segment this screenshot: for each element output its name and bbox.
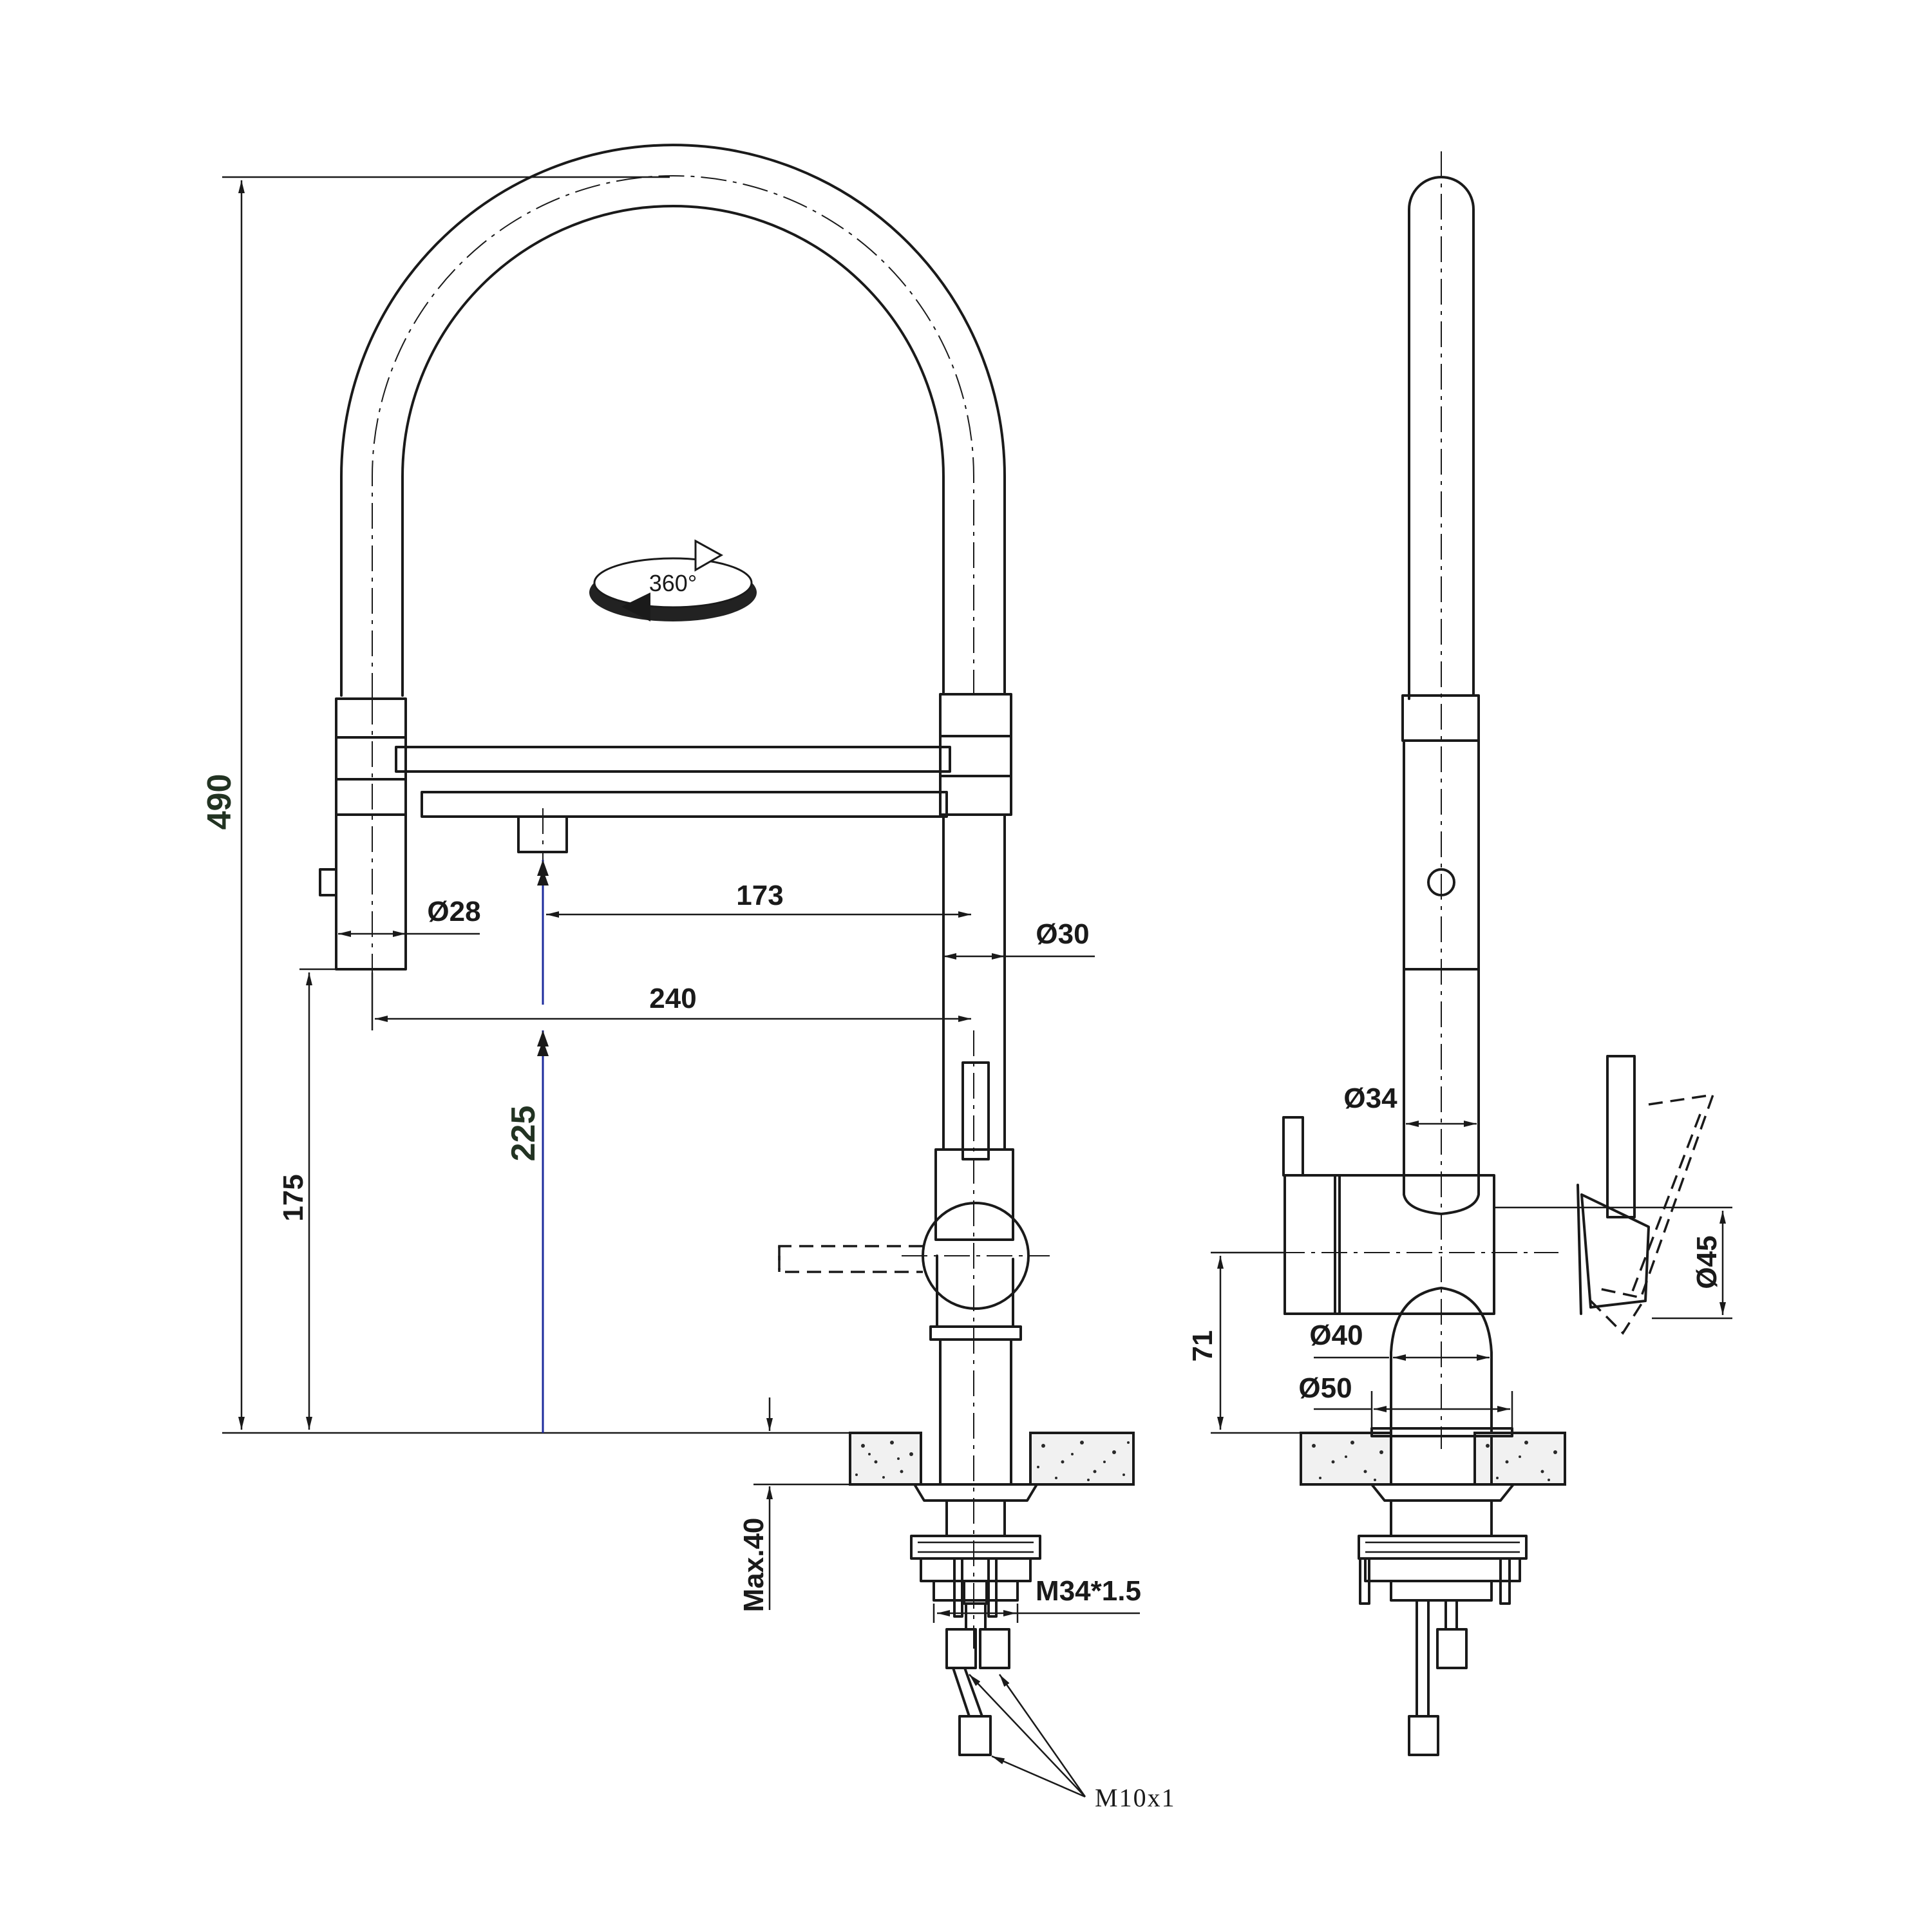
arch-spout-front (340, 144, 1006, 699)
countertop-speckle (855, 1441, 1130, 1481)
dim-body-tube-diameter: Ø30 (943, 918, 1095, 960)
dim-body-tube-diameter-label: Ø30 (1036, 918, 1089, 950)
spray-holder-bars (395, 746, 951, 863)
dim-spray-head-diameter-label: Ø28 (427, 896, 480, 927)
side-view: Ø34 Ø45 71 Ø40 Ø50 (1187, 151, 1732, 1756)
mixer-lever-side (1577, 1055, 1715, 1335)
dim-side-tube-diameter: Ø34 (1343, 1083, 1480, 1146)
dim-side-base-diameter-label: Ø50 (1298, 1372, 1352, 1404)
collar-right-front (939, 693, 1012, 816)
dim-max-deck-thickness-label: Max.40 (738, 1518, 770, 1613)
front-view: 360° 490 175 225 173 (201, 144, 1176, 1812)
dim-side-neck-diameter-label: Ø40 (1309, 1320, 1363, 1351)
body-tube-front (929, 813, 1022, 1649)
countertop-side (1300, 1432, 1566, 1486)
dim-side-base-height-label: 71 (1187, 1331, 1218, 1362)
dim-mounting-thread-label: M34*1.5 (1036, 1575, 1141, 1607)
dim-side-body-diameter: Ø45 (1494, 1206, 1732, 1320)
dim-spray-head-diameter: Ø28 (338, 896, 481, 937)
mounting-hardware-side (1358, 1435, 1528, 1756)
dim-side-base-diameter: Ø50 (1298, 1372, 1513, 1428)
dim-spout-outlet-height-label: 225 (505, 1106, 542, 1162)
dim-spout-reach-inner-label: 173 (736, 880, 783, 911)
spout-side (1401, 151, 1480, 1449)
mounting-hardware-front (910, 1338, 1041, 1756)
dim-spray-outlet-height-label: 175 (278, 1174, 309, 1221)
dim-spout-reach-outer: 240 (371, 972, 971, 1030)
dim-spout-reach-inner: 173 (546, 880, 971, 918)
dim-total-height-label: 490 (201, 774, 238, 830)
dim-total-height: 490 (201, 176, 831, 1434)
dim-spray-outlet-height: 175 (278, 968, 336, 1430)
spray-head-front (319, 697, 407, 985)
dim-mounting-thread: M34*1.5 (933, 1575, 1141, 1623)
mixer-lever-front (778, 1061, 1050, 1310)
mixer-body-side (1236, 1116, 1558, 1437)
countertop-side-speckle (1312, 1441, 1557, 1481)
dim-side-body-diameter-label: Ø45 (1691, 1235, 1723, 1289)
rotation-label: 360° (649, 570, 697, 596)
callout-hose-thread-label: M10x1 (1095, 1783, 1176, 1812)
dim-max-deck-thickness: Max.40 (738, 1397, 850, 1612)
dim-side-neck-diameter: Ø40 (1309, 1320, 1490, 1361)
rotation-arrow-icon: 360° (589, 539, 757, 621)
countertop-front (849, 1432, 1135, 1486)
dim-side-base-height: 71 (1187, 1251, 1301, 1434)
dim-side-tube-diameter-label: Ø34 (1343, 1083, 1397, 1114)
dim-spout-outlet-height: 225 (505, 860, 549, 1433)
callout-hose-thread: M10x1 (969, 1674, 1176, 1812)
dim-spout-reach-outer-label: 240 (649, 983, 696, 1014)
